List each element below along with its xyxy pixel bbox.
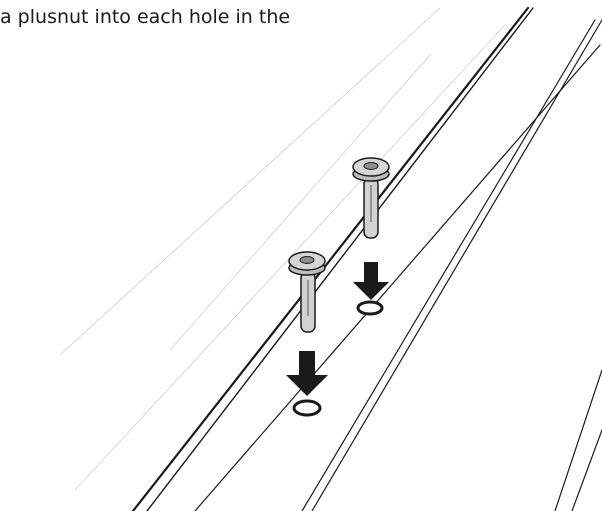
faint-guide-lines <box>59 7 506 491</box>
hole-icon <box>356 300 384 316</box>
board-rails <box>131 6 602 511</box>
down-arrow-icon <box>353 262 389 300</box>
plusnut-icon <box>288 251 326 333</box>
hole-icon <box>292 399 322 417</box>
instruction-text: a plusnut into each hole in the <box>0 6 291 28</box>
plusnut-icon <box>352 157 390 239</box>
down-arrow-icon <box>286 351 328 396</box>
